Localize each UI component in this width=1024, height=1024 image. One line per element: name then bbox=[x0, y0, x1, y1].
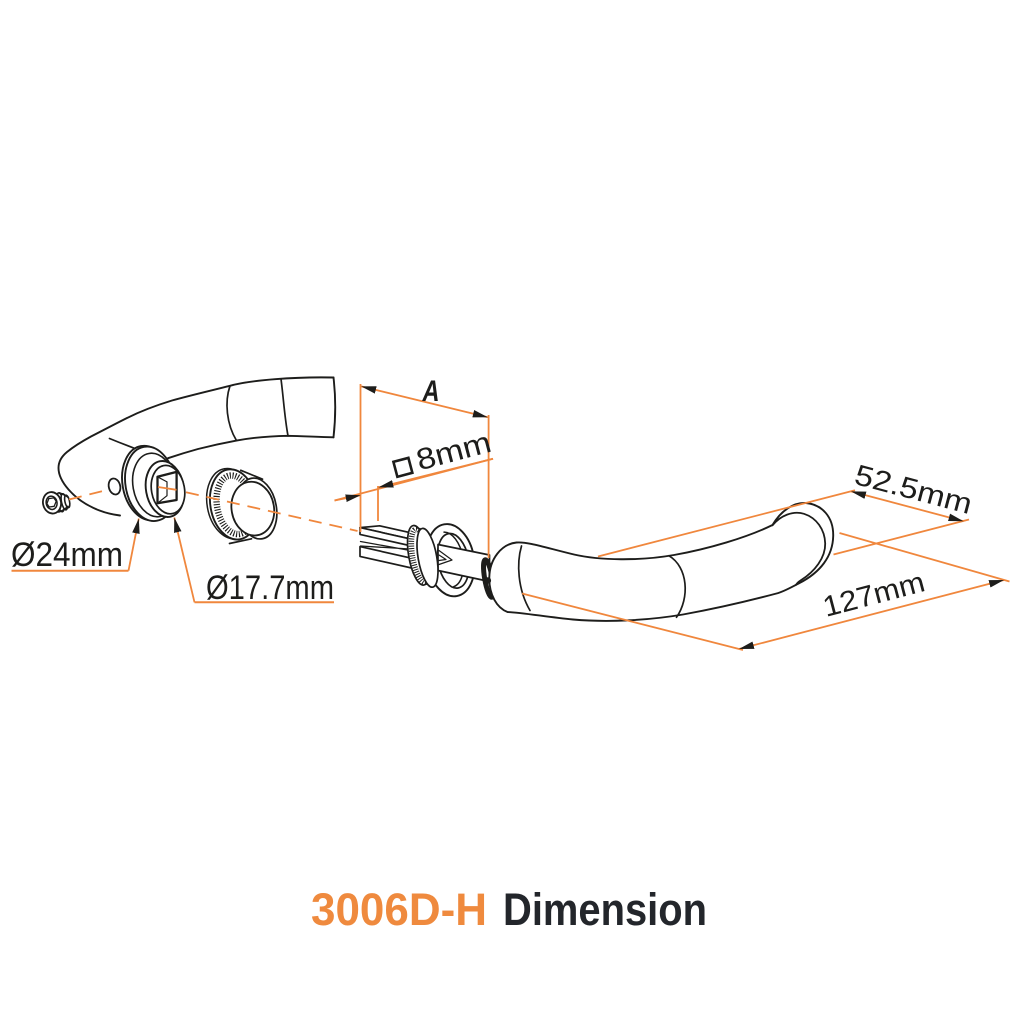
svg-text:Ø17.7mm: Ø17.7mm bbox=[206, 569, 334, 607]
svg-text:3006D-H: 3006D-H bbox=[311, 884, 487, 935]
svg-text:127mm: 127mm bbox=[820, 566, 929, 624]
svg-text:Dimension: Dimension bbox=[503, 884, 707, 935]
svg-text:52.5mm: 52.5mm bbox=[851, 459, 975, 521]
svg-text:Ø24mm: Ø24mm bbox=[11, 536, 123, 574]
svg-text:A: A bbox=[422, 375, 440, 408]
